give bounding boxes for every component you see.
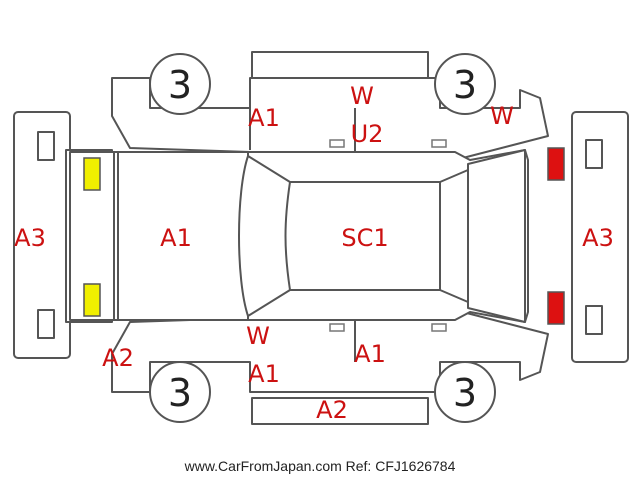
bottom-rocker-strip bbox=[251, 397, 429, 425]
label-top-rear-fender: W bbox=[490, 102, 514, 130]
rear-window bbox=[439, 169, 469, 303]
top-handle-rear bbox=[431, 139, 447, 148]
label-rear-bumper: A3 bbox=[582, 224, 614, 252]
tire-rear-right-grade: 3 bbox=[453, 371, 477, 415]
label-top-fender-front: A1 bbox=[248, 104, 280, 132]
bottom-handle-rear bbox=[431, 323, 447, 332]
front-lamp-bay bbox=[69, 151, 115, 321]
top-roof-strip bbox=[251, 51, 429, 79]
label-front-bumper: A3 bbox=[14, 224, 46, 252]
rear-bumper-tab-bottom bbox=[585, 305, 603, 335]
rear-bumper-tab-top bbox=[585, 139, 603, 169]
tire-rear-left-grade: 3 bbox=[168, 371, 192, 415]
front-lamp-top bbox=[83, 157, 101, 191]
tire-front-right: 3 bbox=[434, 53, 496, 115]
label-roof: SC1 bbox=[341, 224, 388, 252]
front-bumper-tab-top bbox=[37, 131, 55, 161]
label-top-roof-edge-w: W bbox=[350, 82, 374, 110]
top-handle-front bbox=[329, 139, 345, 148]
label-hood: A1 bbox=[160, 224, 192, 252]
label-bottom-fender-a: A1 bbox=[248, 360, 280, 388]
bottom-handle-front bbox=[329, 323, 345, 332]
label-bottom-rear-door: A1 bbox=[354, 340, 386, 368]
rear-deck bbox=[467, 149, 526, 323]
rear-bumper bbox=[571, 111, 629, 363]
label-bottom-rocker: A2 bbox=[316, 396, 348, 424]
rear-lamp-bottom bbox=[547, 291, 565, 325]
tire-rear-left: 3 bbox=[149, 361, 211, 423]
label-bottom-fender-w: W bbox=[246, 322, 270, 350]
label-bottom-front-corner: A2 bbox=[102, 344, 134, 372]
windshield bbox=[238, 155, 291, 317]
tire-front-left: 3 bbox=[149, 53, 211, 115]
front-bumper-tab-bottom bbox=[37, 309, 55, 339]
tire-rear-right: 3 bbox=[434, 361, 496, 423]
roof-panel bbox=[284, 181, 441, 291]
rear-lamp-top bbox=[547, 147, 565, 181]
front-lamp-bottom bbox=[83, 283, 101, 317]
tire-front-right-grade: 3 bbox=[453, 63, 477, 107]
label-top-roof-edge-u: U2 bbox=[351, 120, 384, 148]
tire-front-left-grade: 3 bbox=[168, 63, 192, 107]
footer-reference: www.CarFromJapan.com Ref: CFJ1626784 bbox=[184, 458, 456, 474]
